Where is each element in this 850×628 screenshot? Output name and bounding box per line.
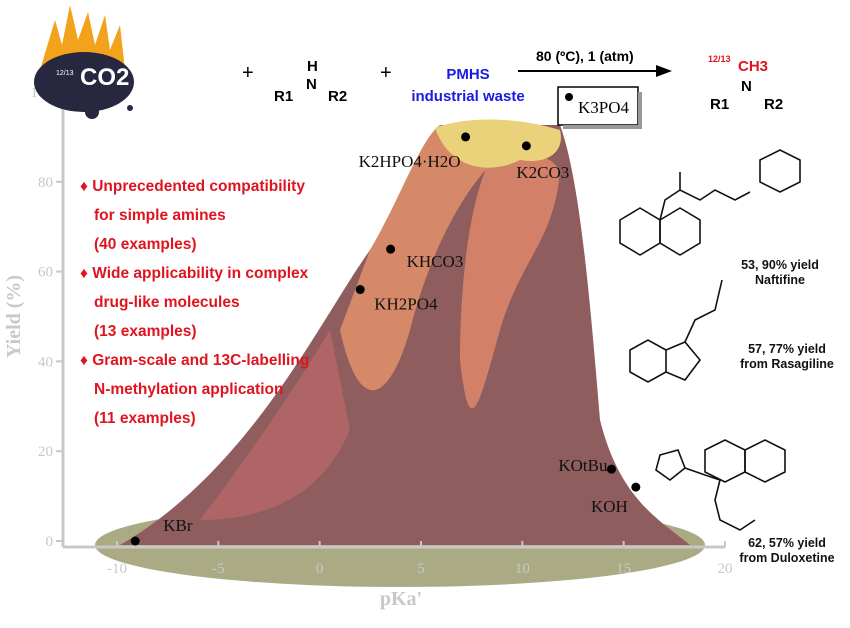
y-axis-label: Yield (%)	[3, 275, 25, 358]
reaction-arrow-graphic	[518, 65, 672, 129]
flame-icon	[40, 5, 125, 70]
y-tick-label: 60	[38, 265, 53, 281]
lava-flow	[340, 125, 520, 391]
co2-cloud-icon	[34, 52, 134, 112]
x-tick-label: 10	[515, 561, 530, 577]
point-label: KH2PO4	[374, 295, 438, 314]
x-tick-label: 5	[417, 561, 425, 577]
data-point	[631, 482, 641, 492]
co2-cloud-graphic	[34, 5, 134, 119]
x-tick-label: -10	[107, 561, 127, 577]
catalyst-box	[557, 86, 639, 126]
point-label: KHCO3	[407, 252, 464, 271]
product-n: N	[741, 78, 752, 95]
y-tick-label: 40	[38, 354, 53, 370]
catalyst-marker	[565, 93, 573, 101]
point-label: K2CO3	[516, 163, 569, 182]
product-methyl: CH3	[738, 58, 769, 75]
data-point	[521, 141, 531, 151]
y-tick-label: 80	[38, 175, 53, 191]
lava-flow	[460, 153, 560, 409]
x-tick-label: 0	[316, 561, 324, 577]
data-point	[386, 244, 396, 254]
product-r1: R1	[710, 96, 730, 113]
point-label: KBr	[163, 516, 193, 535]
amine-n: N	[306, 76, 317, 93]
point-label: K2HPO4·H2O	[359, 152, 461, 171]
amine-r2: R2	[328, 88, 348, 105]
conditions-label: 80 (ºC), 1 (atm)	[536, 48, 634, 64]
y-tick-label: 20	[38, 444, 53, 460]
co2-isotope: 12/13	[56, 70, 74, 77]
data-point	[607, 464, 617, 474]
naftifine-structure	[619, 149, 801, 256]
rasagiline-structure	[629, 279, 723, 383]
data-point	[461, 132, 471, 142]
point-label: KOtBu	[558, 456, 608, 475]
data-point	[355, 285, 365, 295]
catalyst-label: K3PO4	[578, 98, 630, 117]
amine-r1: R1	[274, 88, 294, 105]
y-tick-label: 0	[46, 534, 54, 550]
data-point	[130, 536, 140, 546]
plus-sign: +	[380, 62, 392, 84]
x-axis-label: pKa'	[380, 588, 422, 610]
lava-flow	[200, 330, 350, 520]
product-r2: R2	[764, 96, 784, 113]
amine-h: H	[307, 58, 318, 75]
duloxetine-structure	[655, 439, 786, 531]
co2-label: CO2	[80, 64, 130, 91]
x-tick-label: 15	[616, 561, 631, 577]
crater	[435, 119, 561, 168]
point-label: KOH	[591, 497, 628, 516]
x-tick-label: 20	[718, 561, 733, 577]
plus-sign: +	[242, 62, 254, 84]
x-tick-label: -5	[212, 561, 225, 577]
product-isotope: 12/13	[708, 54, 731, 64]
